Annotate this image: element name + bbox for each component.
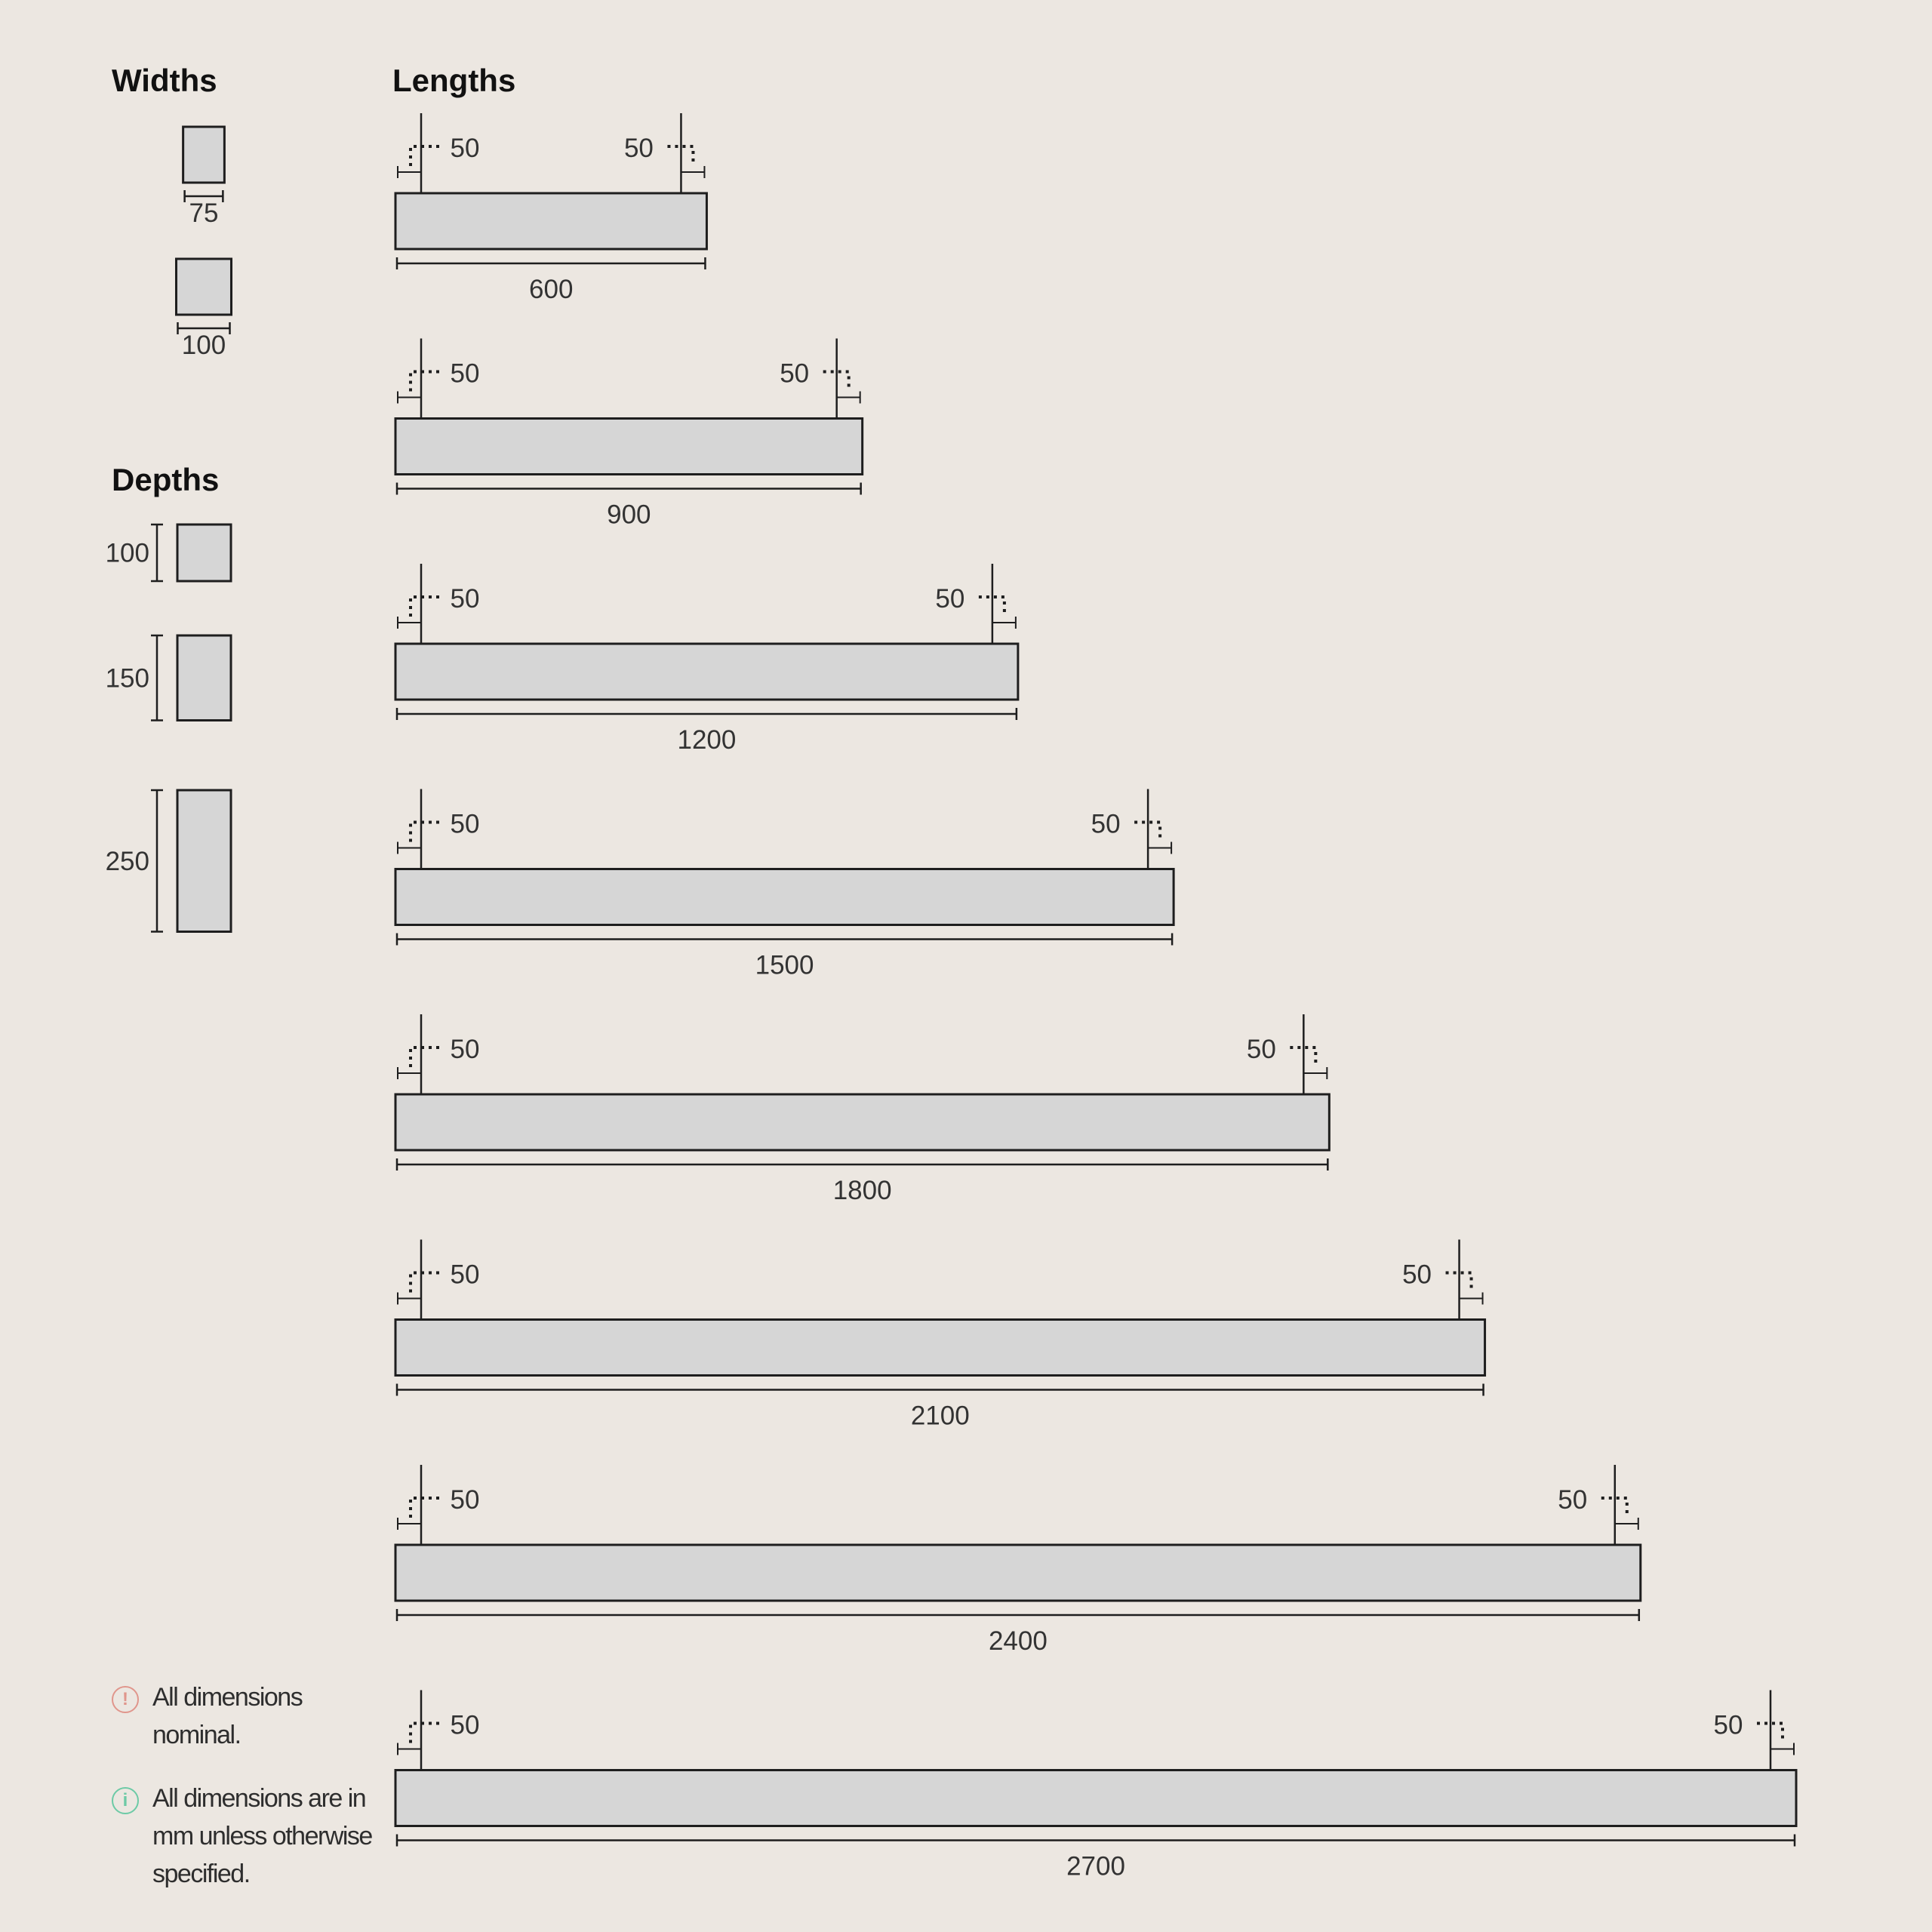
end-offset-leader-right [978,595,1006,617]
length-option: 2100 50 50 [394,1239,1487,1431]
length-option: 1500 50 50 [394,789,1175,980]
end-offset-label-right: 50 [1714,1711,1743,1740]
length-bar [394,417,864,475]
length-bar [394,1543,1642,1602]
length-label: 1500 [755,951,814,980]
end-offset-leader-left [409,370,439,392]
length-bar [394,642,1020,701]
width-label: 100 [182,331,226,360]
depth-label: 250 [106,847,149,876]
end-offset-label-left: 50 [451,1485,480,1515]
widths-group: 75 100 [175,125,232,360]
length-bar [394,1318,1487,1377]
depths-group: 100 150 250 [106,523,232,933]
info-icon: i [112,1787,139,1814]
end-offset-label-left: 50 [451,1260,480,1290]
end-offset-label-left: 50 [451,1711,480,1740]
end-offset-leader-right [1134,820,1162,842]
end-offset-leader-left [409,145,439,166]
end-offset-label-right: 50 [1091,810,1121,839]
width-profile [175,257,232,316]
warning-icon: ! [112,1686,139,1713]
end-offset-leader-left [409,1497,439,1518]
end-offset-label-right: 50 [1247,1035,1276,1064]
depth-profile [176,634,232,721]
length-label: 1200 [678,725,737,755]
end-offset-leader-right [1757,1721,1784,1743]
length-bar [394,868,1175,926]
length-bar [394,192,708,251]
length-option: 2700 50 50 [394,1690,1798,1881]
end-offset-label-left: 50 [451,359,480,389]
end-offset-leader-right [823,370,851,392]
length-label: 1800 [833,1176,892,1205]
width-option: 75 [182,125,226,228]
depth-label: 150 [106,663,149,693]
length-option: 2400 50 50 [394,1465,1642,1656]
end-offset-label-left: 50 [451,584,480,614]
length-bar [394,1769,1798,1827]
end-offset-leader-left [409,1271,439,1293]
end-offset-leader-right [1601,1497,1629,1518]
end-offset-leader-left [409,1046,439,1067]
end-offset-label-right: 50 [780,359,809,389]
width-option: 100 [175,257,232,360]
width-profile [182,125,226,184]
end-offset-leader-left [409,1721,439,1743]
end-offset-label-left: 50 [451,1035,480,1064]
depths-heading: Depths [112,462,219,497]
length-label: 2700 [1066,1852,1125,1881]
length-option: 900 50 50 [394,338,864,530]
end-offset-label-left: 50 [451,134,480,163]
end-offset-leader-left [409,820,439,842]
end-offset-leader-left [409,595,439,617]
lengths-heading: Lengths [392,63,515,98]
note-text: All dimensions are in mm unless otherwis… [152,1784,373,1888]
end-offset-label-right: 50 [624,134,654,163]
depth-profile [176,789,232,933]
length-bar [394,1093,1331,1152]
end-offset-leader-right [1290,1046,1318,1067]
depth-label: 100 [106,539,149,568]
end-offset-label-right: 50 [1402,1260,1432,1290]
length-label: 900 [607,500,651,530]
width-label: 75 [189,198,219,228]
length-label: 600 [529,275,573,304]
end-offset-label-left: 50 [451,810,480,839]
depth-option: 150 [106,634,232,721]
end-offset-label-right: 50 [935,584,964,614]
widths-heading: Widths [112,63,217,98]
length-option: 1800 50 50 [394,1014,1331,1205]
length-option: 600 50 50 [394,113,708,304]
length-label: 2100 [911,1401,970,1431]
depth-option: 100 [106,523,232,583]
note-text: All dimensions nominal. [152,1683,303,1749]
depth-profile [176,523,232,583]
end-offset-label-right: 50 [1558,1485,1587,1515]
length-label: 2400 [989,1626,1048,1656]
end-offset-leader-right [1445,1271,1473,1293]
end-offset-leader-right [667,145,695,166]
length-option: 1200 50 50 [394,564,1020,755]
depth-option: 250 [106,789,232,933]
